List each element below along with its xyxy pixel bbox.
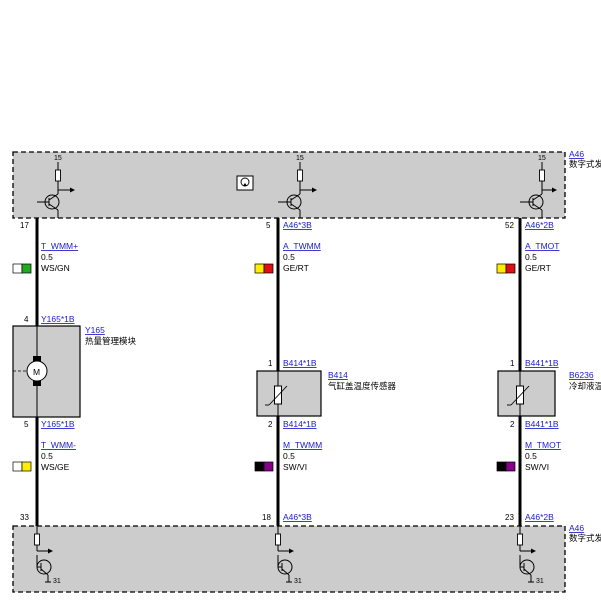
component-pin-top: 4 xyxy=(24,315,29,324)
connector-bottom[interactable]: A46*2B xyxy=(525,512,554,522)
wire-column-3: 15 52 A46*2B A_TMOT 0.5 GE/RT 1 B441*1B … xyxy=(496,155,601,585)
component-b414[interactable] xyxy=(256,370,322,417)
thermistor-icon xyxy=(268,385,288,406)
wire-color-bottom: SW/VI xyxy=(525,462,549,472)
wire-color-swatch xyxy=(496,263,516,274)
thermistor-icon xyxy=(510,385,530,406)
signal-name-bottom[interactable]: M_TMOT xyxy=(525,440,561,450)
module-a46-bottom[interactable]: A46 数字式发 xyxy=(12,523,601,593)
component-desc: 冷却液温 xyxy=(569,381,601,391)
module-a46-bottom-desc: 数字式发 xyxy=(569,533,601,543)
component-desc: 气缸盖温度传感器 xyxy=(328,381,397,391)
transistor-icon xyxy=(278,162,317,218)
module-a46-bottom-id[interactable]: A46 xyxy=(569,523,584,533)
wire-column-2: 15 5 A46*3B A_TWMM 0.5 GE/RT 1 B414*1B B… xyxy=(254,155,397,585)
component-pin-bottom: 2 xyxy=(510,420,515,429)
wire-size-bottom: 0.5 xyxy=(283,451,295,461)
signal-name-top[interactable]: A_TWMM xyxy=(283,241,321,251)
wire-color-bottom: WS/GE xyxy=(41,462,70,472)
transistor-icon xyxy=(34,526,53,583)
component-connector-top[interactable]: B414*1B xyxy=(283,358,317,368)
connector-bottom[interactable]: A46*3B xyxy=(283,512,312,522)
pin-bottom: 23 xyxy=(505,513,514,522)
motor-icon: M xyxy=(33,367,40,377)
ground-31-label: 31 xyxy=(536,578,544,585)
supply-15-label: 15 xyxy=(296,155,304,162)
component-pin-top: 1 xyxy=(510,359,515,368)
wire-color-top: GE/RT xyxy=(525,263,551,273)
connector-top[interactable]: A46*2B xyxy=(525,220,554,230)
wire-size-bottom: 0.5 xyxy=(525,451,537,461)
component-y165[interactable]: M xyxy=(12,325,81,418)
wire-size-top: 0.5 xyxy=(41,252,53,262)
module-a46-top-id[interactable]: A46 xyxy=(569,149,584,159)
component-pin-top: 1 xyxy=(268,359,273,368)
transistor-icon xyxy=(517,526,536,583)
component-pin-bottom: 5 xyxy=(24,420,29,429)
wire-color-swatch xyxy=(12,263,32,274)
component-connector-bottom[interactable]: Y165*1B xyxy=(41,419,75,429)
transistor-icon xyxy=(275,526,294,583)
component-id[interactable]: B6236 xyxy=(569,370,594,380)
pin-top: 5 xyxy=(266,221,271,230)
wire-size-bottom: 0.5 xyxy=(41,451,53,461)
component-pin-bottom: 2 xyxy=(268,420,273,429)
signal-name-top[interactable]: A_TMOT xyxy=(525,241,559,251)
component-connector-bottom[interactable]: B414*1B xyxy=(283,419,317,429)
supply-15-label: 15 xyxy=(538,155,546,162)
transistor-icon xyxy=(37,162,75,218)
wire-column-1: 15 17 T_WMM+ 0.5 WS/GN 4 Y165*1B M Y165 … xyxy=(12,155,137,585)
component-connector-bottom[interactable]: B441*1B xyxy=(525,419,559,429)
component-b6236[interactable] xyxy=(497,370,556,417)
signal-name-bottom[interactable]: T_WMM- xyxy=(41,440,76,450)
signal-name-bottom[interactable]: M_TWMM xyxy=(283,440,322,450)
wire-color-top: GE/RT xyxy=(283,263,309,273)
wire-color-bottom: SW/VI xyxy=(283,462,307,472)
ground-31-label: 31 xyxy=(53,578,61,585)
component-id[interactable]: B414 xyxy=(328,370,348,380)
component-desc: 热量管理模块 xyxy=(85,336,137,346)
wire-color-swatch xyxy=(496,461,516,472)
signal-name-top[interactable]: T_WMM+ xyxy=(41,241,78,251)
ground-31-label: 31 xyxy=(294,578,302,585)
wire-size-top: 0.5 xyxy=(525,252,537,262)
ecu-symbol-icon xyxy=(236,175,254,191)
pin-bottom: 18 xyxy=(262,513,271,522)
wire-color-swatch xyxy=(254,263,274,274)
connector-top[interactable]: A46*3B xyxy=(283,220,312,230)
wire-color-swatch xyxy=(254,461,274,472)
wire-size-top: 0.5 xyxy=(283,252,295,262)
pin-top: 52 xyxy=(505,221,514,230)
module-a46-top[interactable]: A46 数字式发 xyxy=(12,149,601,219)
component-id[interactable]: Y165 xyxy=(85,325,105,335)
pin-top: 17 xyxy=(20,221,29,230)
pin-bottom: 33 xyxy=(20,513,29,522)
transistor-icon xyxy=(520,162,557,218)
module-a46-top-desc: 数字式发 xyxy=(569,159,601,169)
wire-color-top: WS/GN xyxy=(41,263,70,273)
wire-color-swatch xyxy=(12,461,32,472)
component-connector-top[interactable]: Y165*1B xyxy=(41,314,75,324)
component-connector-top[interactable]: B441*1B xyxy=(525,358,559,368)
supply-15-label: 15 xyxy=(54,155,62,162)
